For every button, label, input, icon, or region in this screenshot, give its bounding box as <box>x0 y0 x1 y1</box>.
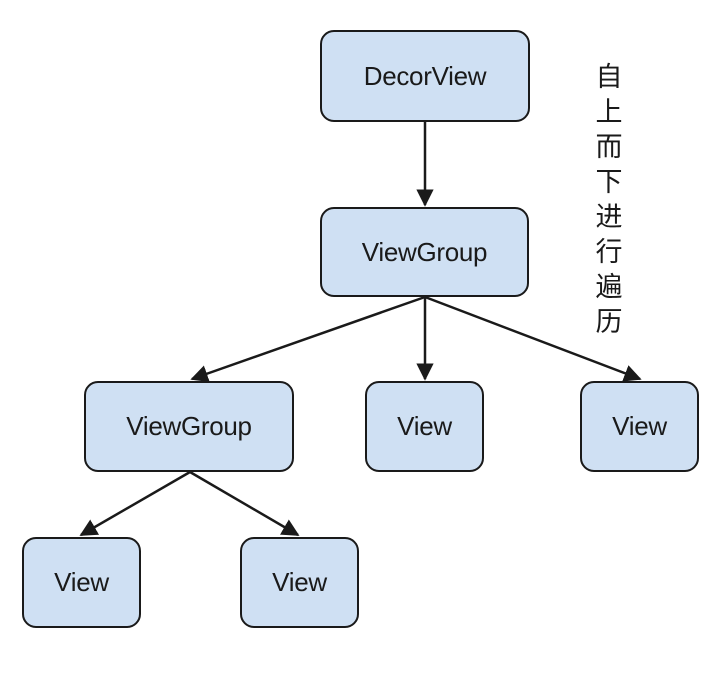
note-char: 而 <box>595 132 623 163</box>
edge-viewgroup-left-to-view-bottom-right <box>189 470 300 537</box>
node-view-group-top: ViewGroup <box>320 207 529 297</box>
node-view-right: View <box>580 381 699 472</box>
node-view-bottom-left: View <box>22 537 141 628</box>
edge-viewgroup-to-view-right <box>424 295 642 382</box>
node-decor-view: DecorView <box>320 30 530 122</box>
note-char: 进 <box>595 202 623 233</box>
node-label: View <box>397 411 452 441</box>
node-view-group-left: ViewGroup <box>84 381 294 472</box>
note-char: 行 <box>595 237 623 268</box>
note-char: 上 <box>595 97 623 128</box>
note-char: 遍 <box>595 272 623 303</box>
node-label: View <box>612 411 667 441</box>
note-char: 历 <box>595 307 623 338</box>
node-label: View <box>54 567 109 597</box>
node-label: View <box>272 567 327 597</box>
note-char: 下 <box>595 167 623 198</box>
node-view-middle: View <box>365 381 484 472</box>
node-view-bottom-right: View <box>240 537 359 628</box>
node-label: ViewGroup <box>361 236 488 267</box>
note-char: 自 <box>595 62 623 93</box>
edge-viewgroup-to-viewgroup-left <box>190 295 426 383</box>
node-label: ViewGroup <box>126 411 252 441</box>
edge-viewgroup-left-to-view-bottom-left <box>79 470 191 537</box>
traversal-direction-note: 自 上 而 下 进 行 遍 历 <box>591 60 627 340</box>
node-label: DecorView <box>363 60 487 91</box>
